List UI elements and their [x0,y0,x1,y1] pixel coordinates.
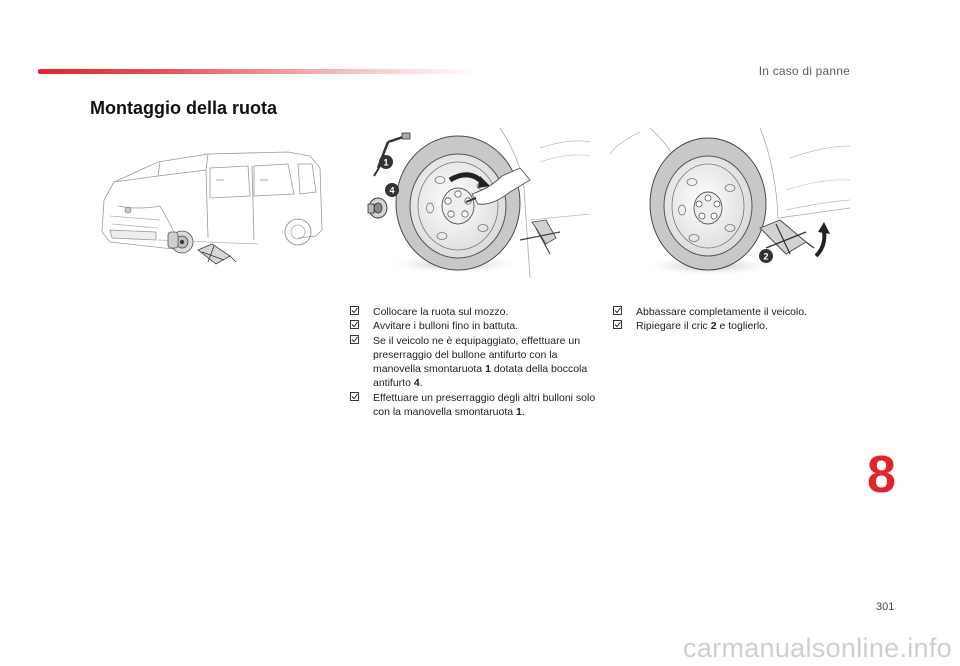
part-reference: 1 [485,363,491,376]
checkbox-bullet-icon [613,306,622,315]
checkbox-bullet-icon [613,320,622,330]
checkbox-bullet-icon [350,306,359,315]
part-reference: 2 [710,320,717,333]
instructions-left: Collocare la ruota sul mozzo. Avvitare i … [350,305,600,419]
step-text: Effettuare un preserraggio degli altri b… [373,391,596,419]
instruction-step: Ripiegare il cric 2 e toglierlo. [613,319,853,333]
header-accent-rule [38,69,478,74]
instruction-step: Abbassare completamente il veicolo. [613,305,853,319]
step-text: . [419,377,423,390]
step-text: Se il veicolo ne è equipaggiato, effettu… [373,334,581,376]
step-text: dotata della boccola antifurto [373,363,588,390]
step-text: Ripiegare il cric [636,320,711,333]
step-text: Collocare la ruota sul mozzo. [373,306,509,318]
step-text: Avvitare i bulloni fino in battuta. [373,320,519,333]
chapter-number: 8 [867,446,896,504]
checkbox-bullet-icon [350,320,359,330]
callout-antitheft-socket: 4 [389,186,394,196]
watermark: carmanualsonline.info [683,633,952,663]
instruction-step: Effettuare un preserraggio degli altri b… [350,391,600,420]
callout-jack: 2 [763,252,768,262]
page-title: Montaggio della ruota [90,98,277,118]
page-number: 301 [876,601,895,613]
van-illustration [101,151,323,265]
step-text: . [521,406,525,419]
part-reference: 1 [516,406,522,419]
instruction-step: Avvitare i bulloni fino in battuta. [350,319,600,333]
section-name: In caso di panne [758,64,850,78]
instruction-step: Se il veicolo ne è equipaggiato, effettu… [350,334,600,391]
wheel-lowering-illustration: 2 [610,128,851,276]
checkbox-bullet-icon [350,391,359,401]
wheel-tightening-illustration: 1 4 [367,128,591,278]
callout-wrench: 1 [383,158,388,168]
instructions-right: Abbassare completamente il veicolo.Ripie… [613,305,853,334]
step-text: Abbassare completamente il veicolo. [636,306,808,318]
part-reference: 4 [413,377,420,390]
checkbox-bullet-icon [350,334,359,344]
step-text: e toglierlo. [716,320,768,333]
instruction-step: Collocare la ruota sul mozzo. [350,305,600,319]
